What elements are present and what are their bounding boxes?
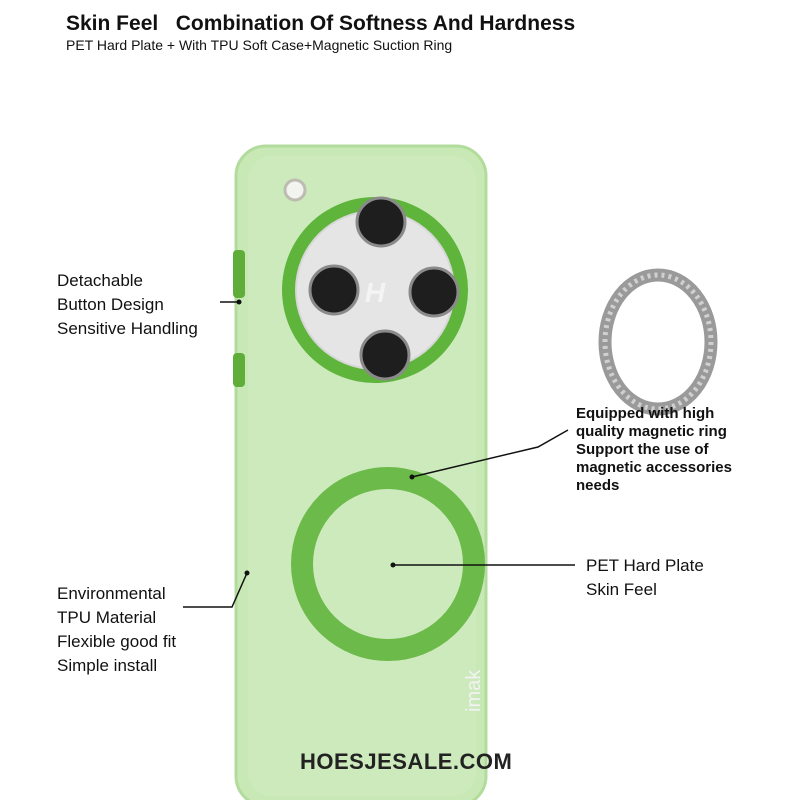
svg-text:H: H: [365, 277, 386, 308]
page-title: Skin Feel Combination Of Softness And Ha…: [66, 12, 576, 35]
button-callout: Detachable Button Design Sensitive Handl…: [57, 269, 198, 341]
callout-line: Environmental: [57, 584, 166, 603]
callout-line: Skin Feel: [586, 580, 657, 599]
volume-button: [233, 250, 245, 298]
callout-line: needs: [576, 477, 620, 494]
callout-line: quality magnetic ring: [576, 423, 727, 440]
camera-lenses: [308, 196, 460, 381]
flash-icon: [283, 178, 307, 202]
callout-line: Button Design: [57, 295, 164, 314]
callout-line: TPU Material: [57, 608, 157, 627]
magnetic-ring: [291, 467, 485, 661]
callout-line: Flexible good fit: [57, 632, 177, 651]
callout-line: Support the use of: [576, 441, 709, 458]
power-button: [233, 353, 245, 387]
callout-line: Simple install: [57, 656, 158, 675]
callout-line: Sensitive Handling: [57, 319, 198, 338]
callout-line: magnetic accessories: [576, 459, 732, 476]
callout-line: Detachable: [57, 271, 144, 290]
callout-line: Equipped with high: [576, 405, 715, 422]
plate-callout: PET Hard Plate Skin Feel: [586, 554, 704, 602]
ring-callout: Equipped with high quality magnetic ring…: [576, 405, 732, 495]
page-subtitle: PET Hard Plate + With TPU Soft Case+Magn…: [66, 37, 453, 53]
tpu-callout: Environmental TPU Material Flexible good…: [57, 582, 176, 678]
callout-line: PET Hard Plate: [586, 556, 704, 575]
brand-logo: imak: [463, 669, 485, 712]
watermark: HOESJESALE.COM: [300, 749, 513, 774]
